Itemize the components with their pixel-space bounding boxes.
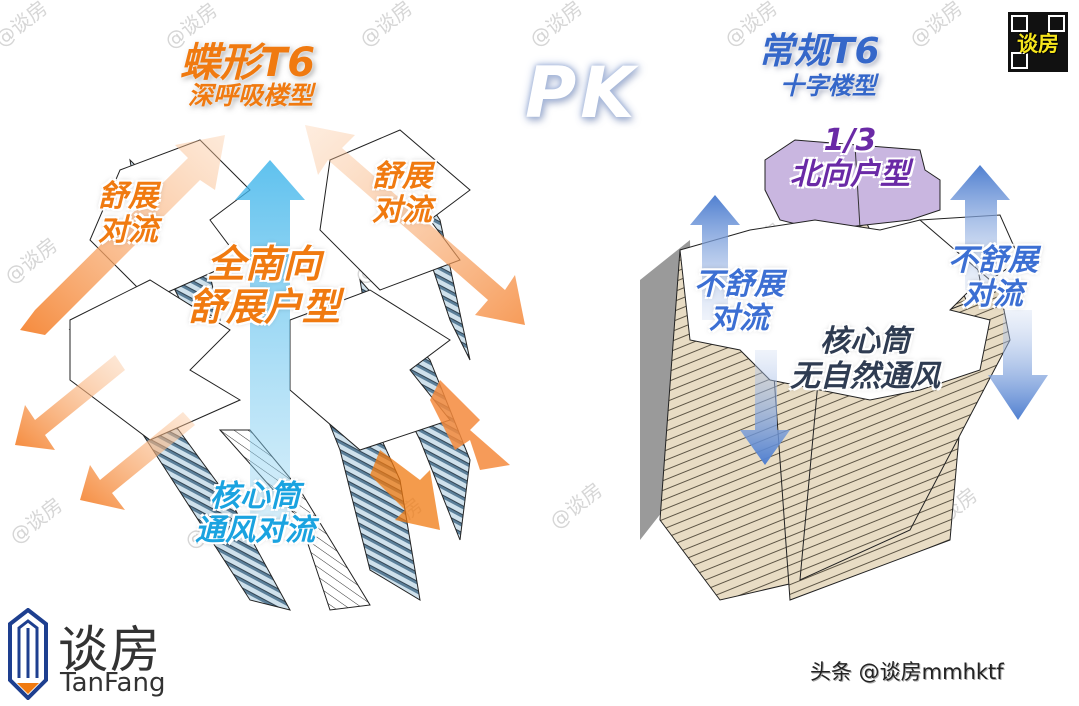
label-spacious-convection-left: 舒展 对流 (98, 179, 158, 248)
logo-name-cn: 谈房 (58, 621, 162, 679)
regular-t6-building-illustration (640, 139, 1048, 601)
watermark: @谈房 (354, 0, 417, 52)
logo-name-en: TanFang (60, 668, 166, 698)
label-spacious-convection-right: 舒展 对流 (372, 159, 432, 228)
label-core-ventilation: 核心筒 通风对流 (195, 479, 315, 548)
qr-badge-label: 谈房 (1017, 32, 1059, 56)
watermark: @谈房 (904, 0, 967, 52)
source-credit: 头条 @谈房mmhktf (810, 660, 1004, 684)
watermark: @谈房 (524, 0, 587, 52)
butterfly-t6-title: 蝶形T6 (180, 40, 316, 86)
label-one-third-north-units: 1/3 北向户型 (790, 123, 910, 192)
regular-t6-title: 常规T6 (758, 31, 880, 72)
butterfly-t6-building-illustration (15, 125, 525, 611)
label-not-spacious-convection-left: 不舒展 对流 (694, 267, 784, 336)
butterfly-t6-subtitle: 深呼吸楼型 (188, 81, 314, 110)
pk-versus-label: PK (525, 52, 639, 134)
label-core-no-natural-ventilation: 核心筒 无自然通风 (790, 324, 940, 394)
qr-finder-icon (1011, 52, 1028, 69)
qr-finder-icon (1048, 15, 1065, 32)
label-all-south-facing: 全南向 舒展户型 (188, 242, 341, 329)
qr-finder-icon (1011, 15, 1028, 32)
regular-t6-subtitle: 十字楼型 (780, 72, 876, 100)
tanfang-pencil-logo-icon (8, 608, 48, 700)
watermark: @谈房 (0, 0, 52, 52)
qr-code-badge: 谈房 (1006, 10, 1070, 74)
label-not-spacious-convection-right: 不舒展 对流 (948, 243, 1038, 312)
